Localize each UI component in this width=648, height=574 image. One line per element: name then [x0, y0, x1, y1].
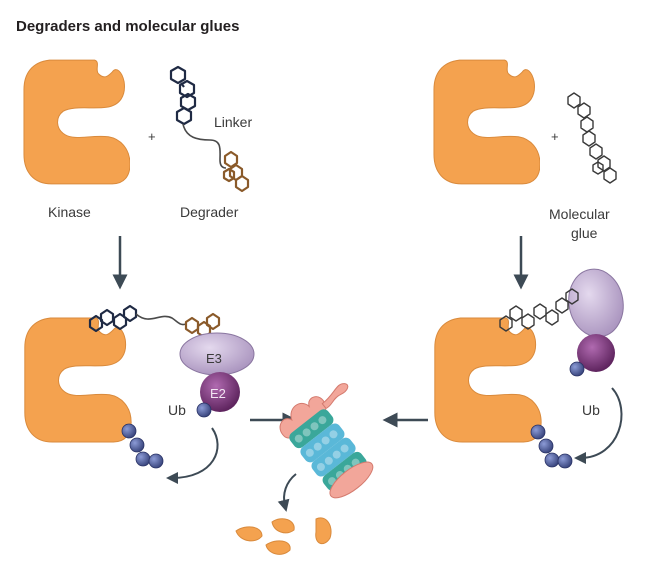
ubiquitin-chain-left [121, 423, 164, 469]
e2-enzyme [200, 372, 240, 412]
plus-sign-right: + [551, 129, 559, 144]
bound-glue-molecule [499, 288, 579, 332]
ubiquitin-label-left: Ub [168, 402, 186, 418]
arrow-to-fragments [277, 473, 297, 512]
molecular-glue-label-line2: glue [571, 225, 598, 241]
kinase-shape-top-left [23, 59, 130, 185]
peptide-fragments [235, 517, 332, 555]
e3-label: E3 [206, 351, 222, 366]
proteasome [279, 383, 374, 499]
diagram-title: Degraders and molecular glues [16, 18, 239, 35]
kinase-shape-bottom-right [434, 317, 542, 443]
kinase-shape-top-right [433, 59, 540, 185]
transfer-arrow-left [166, 427, 219, 484]
bound-degrader-molecule [88, 304, 221, 339]
kinase-label: Kinase [48, 204, 91, 220]
ubiquitin-chain-right [530, 424, 573, 469]
molecular-glue-label-line1: Molecular [549, 206, 610, 222]
ubiquitin-on-e2 [196, 402, 212, 418]
ubiquitin-label-right: Ub [582, 402, 600, 418]
plus-sign-left: + [148, 129, 156, 144]
e2-label: E2 [210, 386, 226, 401]
degrader-label: Degrader [180, 204, 239, 220]
linker-label: Linker [214, 114, 252, 130]
transfer-arrow-right [574, 387, 623, 464]
e2-enzyme-right [577, 334, 615, 372]
molecular-glue-molecule [567, 92, 617, 184]
kinase-shape-bottom-left [24, 317, 132, 443]
ubiquitin-on-e2-right [569, 361, 585, 377]
degrader-molecule [169, 65, 250, 193]
